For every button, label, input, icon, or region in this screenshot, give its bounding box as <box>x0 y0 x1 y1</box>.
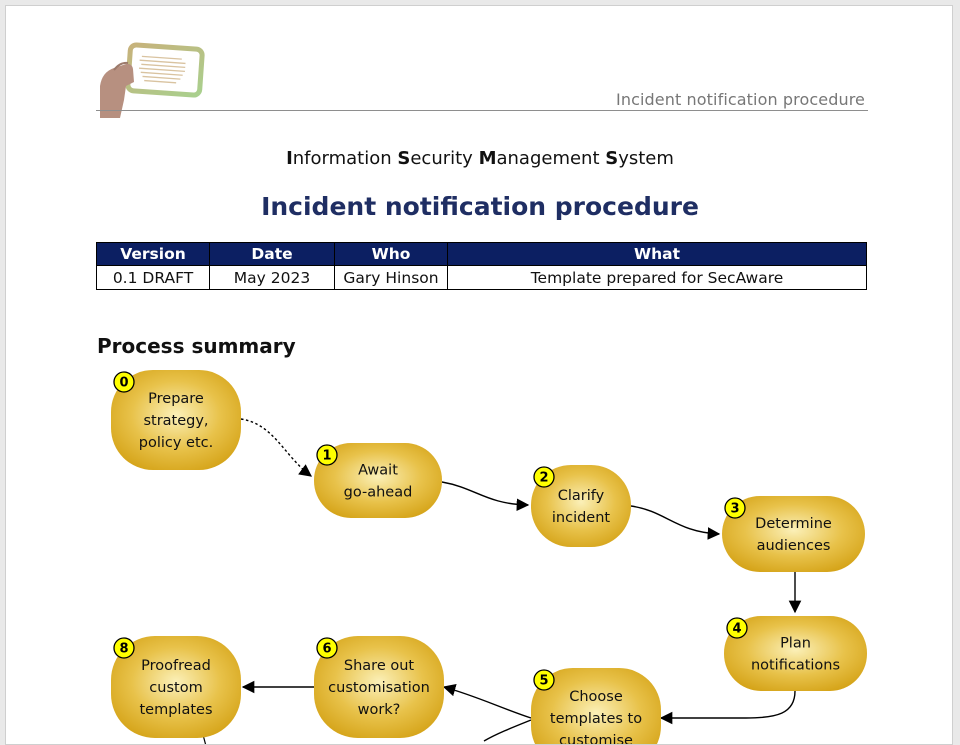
process-step-label: audiences <box>757 538 831 554</box>
process-step-3: Determine audiences 3 <box>722 496 865 572</box>
version-table: Version Date Who What 0.1 DRAFT May 2023… <box>96 242 867 290</box>
process-step-shape <box>314 443 442 518</box>
step-number: 3 <box>730 502 739 517</box>
step-number-badge <box>113 371 135 393</box>
process-step-2: Clarify incident 2 <box>531 465 631 547</box>
step-number: 6 <box>322 642 331 657</box>
process-step-label: incident <box>552 510 611 526</box>
step-number-badge <box>533 466 555 488</box>
process-step-shape <box>724 616 867 691</box>
step-number-badge <box>726 617 748 639</box>
process-step-label: Prepare <box>148 391 204 407</box>
process-step-label: Determine <box>755 516 832 532</box>
process-step-shape <box>531 465 631 547</box>
connector-4-to-5 <box>659 690 796 725</box>
process-step-label: Choose <box>569 689 623 705</box>
connector-5-to-6 <box>442 684 532 719</box>
process-step-label: Share out <box>344 658 415 674</box>
process-step-shape <box>722 496 865 572</box>
step-number-badge <box>533 669 555 691</box>
process-step-8: Proofread custom templates 8 <box>111 636 241 738</box>
connector-1-to-2 <box>441 481 530 512</box>
column-header-what: What <box>447 242 867 266</box>
process-step-label: customise <box>559 733 633 745</box>
step-number: 4 <box>732 622 741 637</box>
process-step-label: go-ahead <box>344 485 413 501</box>
process-step-label: templates <box>139 702 212 718</box>
process-step-shape <box>111 636 241 738</box>
step-number: 5 <box>539 674 548 689</box>
connector-2-to-3 <box>630 505 721 540</box>
connector-0-to-1 <box>240 418 313 477</box>
connector-5-continues <box>483 719 532 742</box>
process-step-label: customisation <box>328 680 430 696</box>
step-number-badge <box>316 444 338 466</box>
what-cell: Template prepared for SecAware <box>447 265 867 290</box>
process-step-label: custom <box>149 680 202 696</box>
step-number: 8 <box>119 642 128 657</box>
step-number-badge <box>113 637 135 659</box>
process-step-label: strategy, <box>143 413 208 429</box>
process-step-5: Choose templates to customise 5 <box>531 668 661 745</box>
process-step-label: templates to <box>550 711 642 727</box>
header-doc-title: Incident notification procedure <box>616 90 865 109</box>
process-step-shape <box>314 636 444 738</box>
process-step-label: policy etc. <box>139 435 213 451</box>
step-number: 0 <box>119 376 128 391</box>
subtitle-word: nformation <box>292 148 398 169</box>
process-step-0: Prepare strategy, policy etc. 0 <box>111 370 241 470</box>
process-step-label: Clarify <box>558 488 605 504</box>
subtitle-word: ystem <box>618 148 674 169</box>
subtitle-initial: S <box>605 148 619 169</box>
subtitle-initial: I <box>286 148 293 169</box>
process-step-label: notifications <box>751 658 840 674</box>
subtitle-word: ecurity <box>410 148 479 169</box>
process-step-4: Plan notifications 4 <box>724 616 867 691</box>
tablet-hand-logo-icon <box>100 42 205 118</box>
section-title-process-summary: Process summary <box>97 334 296 358</box>
date-cell: May 2023 <box>209 265 335 290</box>
step-number-badge <box>316 637 338 659</box>
isms-subtitle: Information Security Management System <box>6 148 952 169</box>
subtitle-initial: S <box>397 148 411 169</box>
step-number: 1 <box>322 449 331 464</box>
process-step-6: Share out customisation work? 6 <box>314 636 444 738</box>
window-edge <box>953 0 960 739</box>
subtitle-initial: M <box>478 148 497 169</box>
column-header-who: Who <box>334 242 448 266</box>
version-cell: 0.1 DRAFT <box>96 265 210 290</box>
process-step-label: Plan <box>780 636 811 652</box>
step-number: 2 <box>539 471 548 486</box>
process-step-1: Await go-ahead 1 <box>314 443 442 518</box>
who-cell: Gary Hinson <box>334 265 448 290</box>
process-step-label: Await <box>358 463 398 479</box>
document-title: Incident notification procedure <box>261 192 699 221</box>
step-number-badge <box>724 497 746 519</box>
process-step-label: Proofread <box>141 658 211 674</box>
process-step-label: work? <box>358 702 401 718</box>
subtitle-word: anagement <box>496 148 606 169</box>
process-step-shape <box>531 668 661 744</box>
document-page: Incident notification procedure Informat… <box>5 5 953 745</box>
header-divider <box>96 110 868 111</box>
table-row: 0.1 DRAFT May 2023 Gary Hinson Template … <box>96 265 867 290</box>
process-step-shape <box>111 370 241 470</box>
